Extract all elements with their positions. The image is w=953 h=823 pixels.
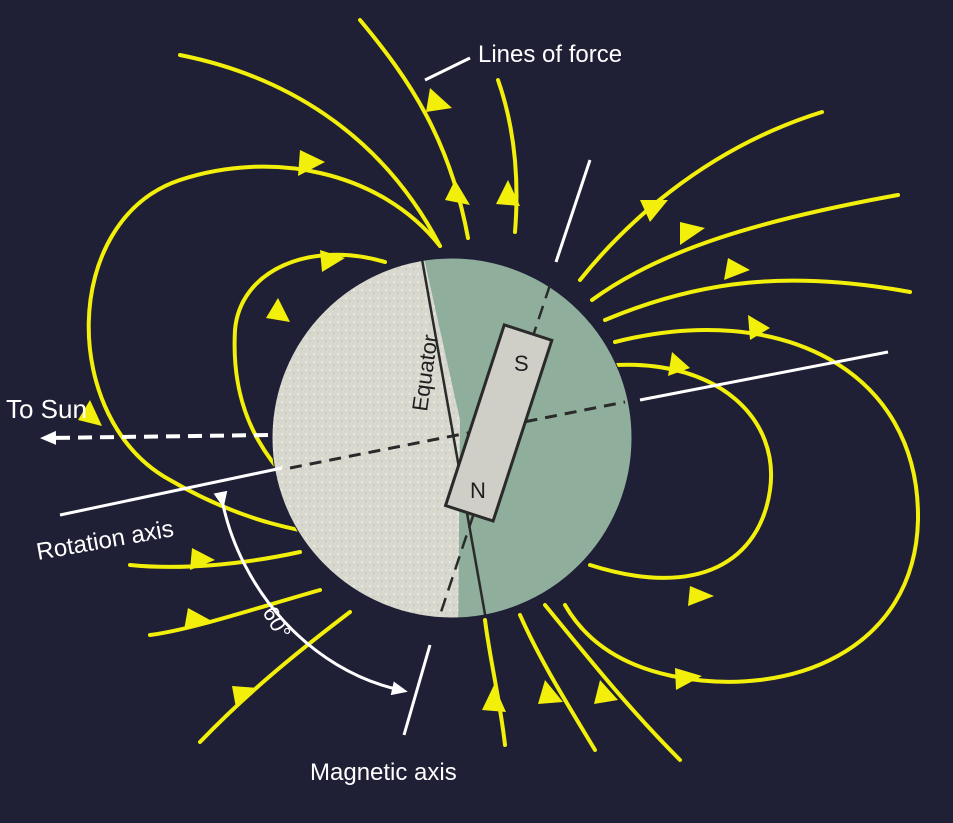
arrow-icon <box>724 258 750 280</box>
magnetic-axis-bottom <box>402 644 432 736</box>
lines-of-force-pointer <box>424 56 471 82</box>
arrow-icon <box>496 180 520 206</box>
arrow-icon <box>594 680 618 704</box>
arrow-icon <box>640 200 668 222</box>
rotation-axis-left <box>59 466 283 517</box>
arrow-icon <box>78 400 102 426</box>
lines-of-force-label: Lines of force <box>478 41 622 68</box>
field-line-top-3 <box>496 78 519 234</box>
south-pole-label: S <box>514 351 529 376</box>
arrow-icon <box>190 548 215 570</box>
arrow-icon <box>445 180 470 205</box>
field-line-right-2 <box>590 193 900 302</box>
field-line-right-1 <box>578 110 824 282</box>
arrow-icon <box>426 88 452 112</box>
magnetic-axis-label: Magnetic axis <box>310 759 457 786</box>
magnet-icon <box>443 322 554 523</box>
north-pole-label: N <box>470 478 486 503</box>
arrow-icon <box>688 586 714 606</box>
rotation-axis-right <box>639 350 889 402</box>
field-line-bottom-2 <box>518 613 597 752</box>
field-line-right-loop-inner <box>588 362 774 580</box>
field-line-right-loop-outer <box>563 328 921 684</box>
field-line-arrows <box>78 88 770 712</box>
tilt-angle-arc <box>213 490 408 696</box>
equator-line <box>418 258 488 618</box>
field-line-top-1 <box>178 53 442 248</box>
field-line-bottom-3 <box>543 603 682 762</box>
arrow-icon <box>298 150 325 176</box>
arrow-icon <box>482 685 506 712</box>
to-sun-arrow <box>40 430 269 445</box>
arrow-icon <box>675 668 702 690</box>
magnetic-axis-top <box>554 159 592 263</box>
arrow-icon <box>668 352 690 376</box>
field-line-right-3 <box>603 278 912 322</box>
arrow-icon <box>266 298 290 322</box>
arrow-icon <box>184 608 210 630</box>
equatorial-plane <box>289 400 626 470</box>
to-sun-label: To Sun <box>6 394 87 424</box>
arrow-icon <box>680 222 705 245</box>
arrow-icon <box>320 250 345 272</box>
arrow-icon <box>748 315 770 340</box>
field-line-bottom-1 <box>483 618 507 747</box>
arrow-icon <box>538 680 563 704</box>
